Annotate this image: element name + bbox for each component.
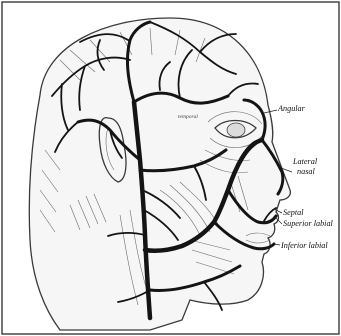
label-inferior-labial: Inferior labial bbox=[280, 241, 328, 250]
head-outline bbox=[29, 18, 290, 330]
label-superior-labial: Superior labial bbox=[283, 219, 334, 228]
label-lateral-nasal-line1: Lateral bbox=[292, 157, 318, 166]
label-lateral-nasal-line2: nasal bbox=[297, 167, 315, 176]
temporal-faint-label: temporal bbox=[178, 114, 198, 120]
label-septal: Septal bbox=[283, 208, 304, 217]
label-angular: Angular bbox=[277, 104, 306, 113]
